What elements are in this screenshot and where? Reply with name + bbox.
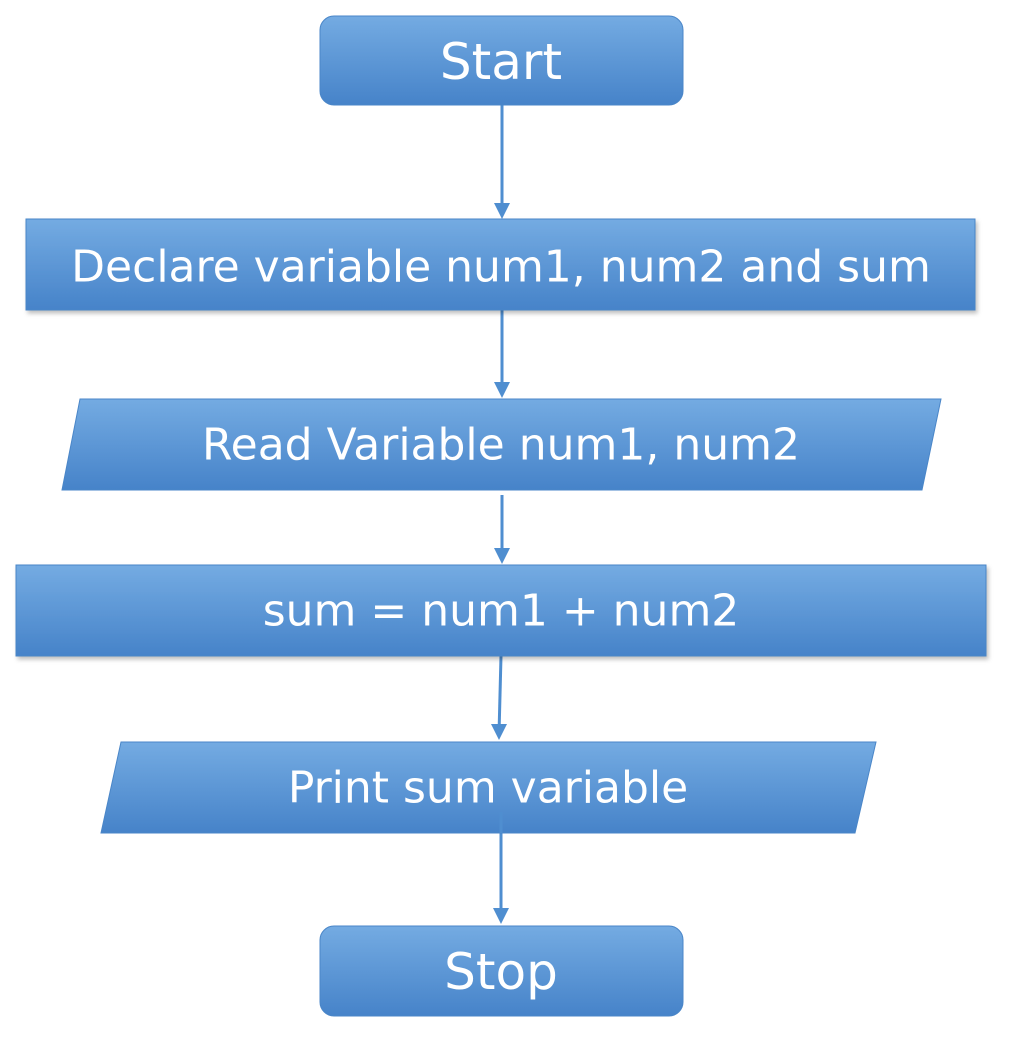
print-node: Print sum variable — [100, 741, 877, 834]
read-node: Read Variable num1, num2 — [61, 398, 942, 491]
stop-label: Stop — [444, 943, 558, 1001]
start-node: Start — [319, 15, 684, 106]
arrow-compute-to-print — [497, 655, 503, 735]
print-label: Print sum variable — [288, 763, 688, 814]
stop-shape — [319, 925, 684, 1017]
read-shape — [61, 398, 942, 491]
read-label: Read Variable num1, num2 — [202, 420, 800, 471]
start-shape — [319, 15, 684, 106]
compute-node: sum = num1 + num2 — [15, 564, 987, 657]
declare-label: Declare variable num1, num2 and sum — [71, 242, 931, 293]
declare-node: Declare variable num1, num2 and sum — [25, 218, 976, 311]
arrowhead-compute — [494, 548, 510, 564]
declare-shape — [25, 218, 976, 311]
arrowhead-stop — [493, 908, 509, 924]
compute-label: sum = num1 + num2 — [263, 586, 740, 637]
stop-node: Stop — [319, 925, 684, 1017]
compute-shape — [15, 564, 987, 657]
start-label: Start — [440, 33, 562, 91]
arrowhead-read — [494, 382, 510, 398]
arrowhead-print — [491, 724, 507, 740]
arrowhead-declare — [494, 203, 510, 219]
print-shape — [100, 741, 877, 834]
connectors — [491, 105, 510, 924]
